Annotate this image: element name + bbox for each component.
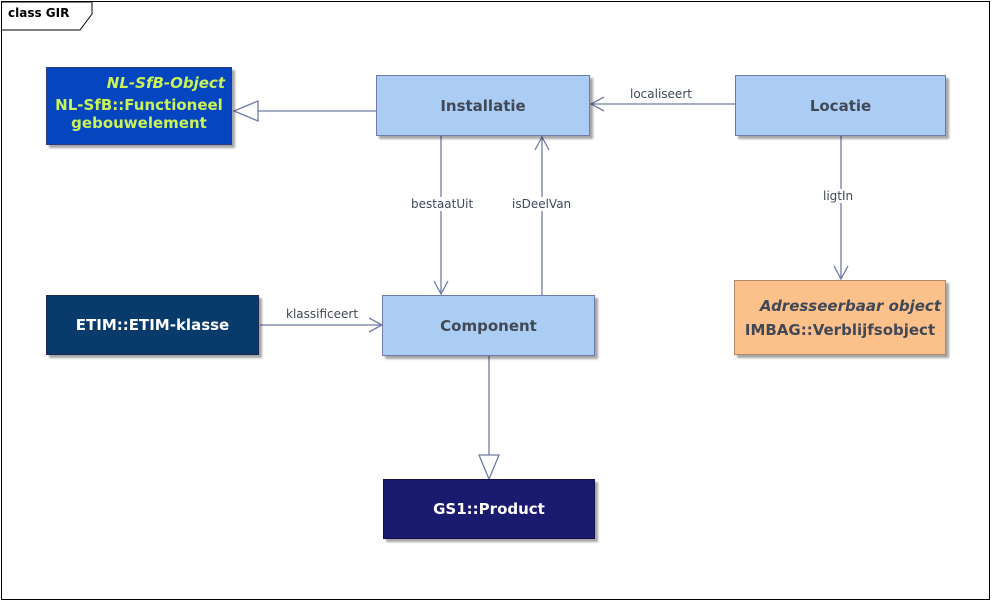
class-gs1-product[interactable]: GS1::Product <box>383 479 595 539</box>
generalization-installatie-nlsfb-arrowhead <box>232 100 259 122</box>
class-etim-name: ETIM::ETIM-klasse <box>75 316 230 334</box>
frame-title: class GIR <box>8 6 70 20</box>
class-component[interactable]: Component <box>382 295 595 356</box>
class-locatie[interactable]: Locatie <box>735 75 946 136</box>
class-installatie[interactable]: Installatie <box>376 75 590 136</box>
class-imbag-stereotype: Adresseerbaar object <box>759 296 941 315</box>
class-nlsfb-functioneel-gebouwelement[interactable]: NL-SfB-Object NL-SfB::Functioneel gebouw… <box>46 67 232 145</box>
class-etim-klasse[interactable]: ETIM::ETIM-klasse <box>46 295 259 355</box>
label-isdeelvan: isDeelVan <box>510 197 574 211</box>
frame-tab <box>2 1 93 31</box>
class-locatie-name: Locatie <box>809 96 872 115</box>
class-component-name: Component <box>440 316 537 335</box>
association-localiseert-arrowhead <box>589 96 605 112</box>
label-bestaatuit: bestaatUit <box>409 197 476 211</box>
label-klassificeert: klassificeert <box>284 307 361 321</box>
generalization-component-gs1-arrowhead <box>478 454 500 481</box>
association-ligtin-arrowhead <box>833 265 849 281</box>
class-gs1-name: GS1::Product <box>433 500 545 518</box>
class-imbag-name: IMBAG::Verblijfsobject <box>744 320 936 339</box>
label-ligtin: ligtIn <box>821 189 856 203</box>
class-imbag-verblijfsobject[interactable]: Adresseerbaar object IMBAG::Verblijfsobj… <box>734 280 946 355</box>
label-localiseert: localiseert <box>628 87 694 101</box>
association-isdeelvan-arrowhead <box>534 135 550 151</box>
association-bestaatuit-arrowhead <box>433 280 449 296</box>
class-nlsfb-stereotype: NL-SfB-Object <box>106 74 225 92</box>
class-nlsfb-name-line1: NL-SfB::Functioneel <box>55 96 223 114</box>
class-nlsfb-name-line2: gebouwelement <box>71 114 207 132</box>
class-installatie-name: Installatie <box>440 96 526 115</box>
